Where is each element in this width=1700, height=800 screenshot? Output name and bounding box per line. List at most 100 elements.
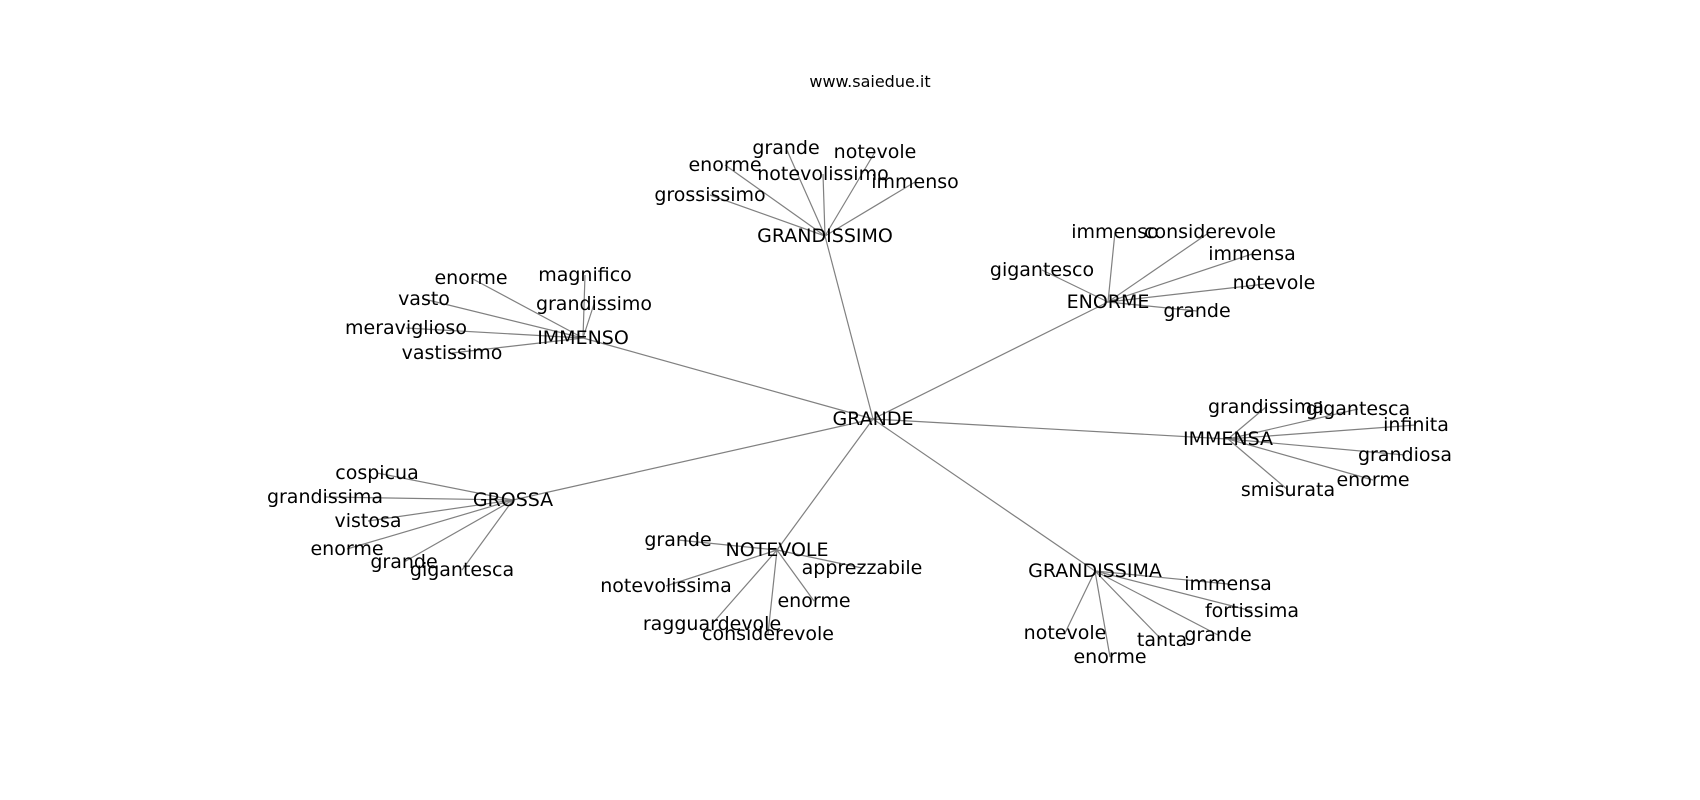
leaf-node-grandissimo-notevolissimo: notevolissimo bbox=[757, 163, 888, 185]
leaf-node-immenso-enorme: enorme bbox=[434, 267, 507, 289]
edge-root-immenso bbox=[582, 337, 874, 420]
graph-edges bbox=[324, 147, 1417, 658]
edge-notevole-considerevole bbox=[767, 549, 778, 635]
leaf-node-grandissimo-enorme: enorme bbox=[688, 154, 761, 176]
edge-enorme-notevole bbox=[1107, 282, 1275, 303]
leaf-node-immenso-vasto: vasto bbox=[398, 288, 450, 310]
edge-grossa-enorme bbox=[346, 499, 514, 550]
leaf-node-grossa-cospicua: cospicua bbox=[335, 462, 418, 484]
edge-grandissima-fortissima bbox=[1094, 570, 1253, 612]
edge-grandissimo-enorme bbox=[724, 164, 826, 237]
edge-notevole-ragguardevole bbox=[711, 549, 778, 625]
leaf-node-grandissimo-grossissimo: grossissimo bbox=[654, 184, 765, 206]
leaf-node-notevole-apprezzabile: apprezzabile bbox=[802, 557, 923, 579]
hub-node-grandissima: GRANDISSIMA bbox=[1028, 560, 1162, 582]
edge-grandissimo-notevolissimo bbox=[822, 173, 826, 237]
edge-immenso-meraviglioso bbox=[405, 327, 584, 339]
edge-root-grandissimo bbox=[824, 235, 874, 420]
edge-enorme-gigantesco bbox=[1041, 269, 1109, 303]
leaf-node-immensa-grandiosa: grandiosa bbox=[1358, 444, 1452, 466]
leaf-node-enorme-considerevole: considerevole bbox=[1144, 221, 1276, 243]
leaf-node-grandissima-enorme: enorme bbox=[1073, 646, 1146, 668]
hub-node-grossa: GROSSA bbox=[473, 489, 553, 511]
edge-grossa-cospicua bbox=[376, 472, 514, 501]
edge-immensa-gigantesca bbox=[1227, 408, 1359, 440]
leaf-node-immensa-grandissima: grandissima bbox=[1208, 396, 1324, 418]
diagram-title: www.saiedue.it bbox=[809, 72, 930, 91]
leaf-node-grandissima-immensa: immensa bbox=[1184, 573, 1272, 595]
leaf-node-grandissima-notevole: notevole bbox=[1024, 622, 1107, 644]
leaf-node-grandissima-fortissima: fortissima bbox=[1205, 600, 1299, 622]
leaf-node-enorme-immensa: immensa bbox=[1208, 243, 1296, 265]
leaf-node-notevole-grande: grande bbox=[644, 529, 711, 551]
hub-node-notevole: NOTEVOLE bbox=[726, 539, 829, 561]
leaf-node-notevole-enorme: enorme bbox=[777, 590, 850, 612]
leaf-node-notevole-considerevole: considerevole bbox=[702, 623, 834, 645]
edge-grandissimo-notevole bbox=[824, 151, 876, 237]
edge-grandissima-enorme bbox=[1094, 570, 1111, 658]
leaf-node-grandissimo-immenso: immenso bbox=[871, 171, 959, 193]
edge-grandissima-immensa bbox=[1094, 570, 1229, 585]
leaf-node-notevole-notevolissima: notevolissima bbox=[600, 575, 731, 597]
leaf-node-immensa-infinita: infinita bbox=[1383, 414, 1449, 436]
leaf-node-immensa-enorme: enorme bbox=[1336, 469, 1409, 491]
leaf-node-grandissima-grande: grande bbox=[1184, 624, 1251, 646]
leaf-node-grossa-vistosa: vistosa bbox=[334, 510, 401, 532]
edge-notevole-apprezzabile bbox=[776, 549, 863, 569]
edge-enorme-considerevole bbox=[1107, 231, 1211, 303]
leaf-node-grossa-grande: grande bbox=[370, 551, 437, 573]
edge-grandissima-grande bbox=[1094, 570, 1219, 636]
edge-grandissimo-immenso bbox=[824, 181, 916, 237]
edge-root-grossa bbox=[512, 418, 874, 501]
leaf-node-grossa-gigantesca: gigantesca bbox=[410, 559, 514, 581]
edge-immenso-magnifico bbox=[582, 274, 586, 339]
leaf-node-immenso-vastissimo: vastissimo bbox=[402, 342, 503, 364]
edge-grandissimo-grossissimo bbox=[709, 194, 826, 237]
hub-node-grandissimo: GRANDISSIMO bbox=[757, 225, 893, 247]
leaf-node-enorme-gigantesco: gigantesco bbox=[990, 259, 1094, 281]
root-node-label: GRANDE bbox=[832, 408, 913, 430]
leaf-node-grossa-enorme: enorme bbox=[310, 538, 383, 560]
leaf-node-grandissimo-notevole: notevole bbox=[834, 141, 917, 163]
leaf-node-enorme-immenso: immenso bbox=[1071, 221, 1159, 243]
leaf-node-notevole-ragguardevole: ragguardevole bbox=[643, 613, 781, 635]
edge-root-immensa bbox=[872, 418, 1229, 440]
leaf-node-enorme-notevole: notevole bbox=[1233, 272, 1316, 294]
edge-notevole-notevolissima bbox=[665, 549, 778, 587]
edge-enorme-grande bbox=[1107, 301, 1198, 312]
edge-immensa-grandissima bbox=[1227, 406, 1267, 440]
edge-immenso-vasto bbox=[423, 298, 584, 339]
edge-notevole-grande bbox=[677, 539, 778, 551]
edge-immenso-enorme bbox=[470, 277, 584, 339]
edge-grandissimo-grande bbox=[785, 147, 826, 237]
edge-root-grandissima bbox=[872, 418, 1096, 572]
hub-node-enorme: ENORME bbox=[1067, 291, 1150, 313]
edge-grossa-gigantesca bbox=[461, 499, 514, 571]
leaf-node-immenso-meraviglioso: meraviglioso bbox=[345, 317, 467, 339]
leaf-node-enorme-grande: grande bbox=[1163, 300, 1230, 322]
edge-immenso-grandissimo bbox=[582, 303, 595, 339]
edge-grandissima-tanta bbox=[1094, 570, 1163, 641]
leaf-node-immenso-grandissimo: grandissimo bbox=[536, 293, 652, 315]
leaf-node-immensa-gigantesca: gigantesca bbox=[1306, 398, 1410, 420]
edge-grossa-grandissima bbox=[324, 496, 514, 501]
edge-immensa-grandiosa bbox=[1227, 438, 1406, 456]
hub-node-immensa: IMMENSA bbox=[1183, 428, 1273, 450]
leaf-node-grandissimo-grande: grande bbox=[752, 137, 819, 159]
edge-root-notevole bbox=[776, 418, 874, 551]
edge-immensa-infinita bbox=[1227, 424, 1417, 440]
edge-grandissima-notevole bbox=[1064, 570, 1096, 634]
edge-grossa-vistosa bbox=[367, 499, 514, 522]
leaf-node-immenso-magnifico: magnifico bbox=[538, 264, 632, 286]
edge-immensa-smisurata bbox=[1227, 438, 1289, 491]
leaf-node-grossa-grandissima: grandissima bbox=[267, 486, 383, 508]
edge-notevole-enorme bbox=[776, 549, 815, 602]
edge-root-enorme bbox=[872, 301, 1109, 420]
edge-enorme-immensa bbox=[1107, 253, 1253, 303]
edge-grossa-grande bbox=[403, 499, 514, 563]
leaf-node-grandissima-tanta: tanta bbox=[1137, 629, 1187, 651]
edge-immenso-vastissimo bbox=[451, 337, 584, 354]
leaf-node-immensa-smisurata: smisurata bbox=[1241, 479, 1335, 501]
